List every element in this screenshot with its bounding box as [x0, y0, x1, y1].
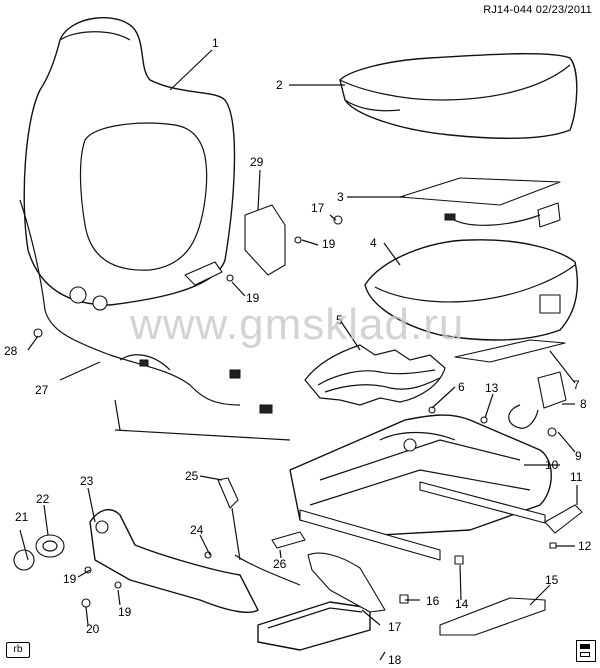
callout-26: 26 — [273, 557, 287, 571]
trim-panel-part — [454, 339, 566, 363]
suspension-spring-part — [304, 344, 446, 406]
cover-bracket-part — [307, 552, 386, 613]
wiring-harness-part — [19, 199, 273, 414]
callout-13: 13 — [485, 381, 499, 395]
wiring-connector-part — [439, 597, 546, 636]
callout-28: 28 — [4, 344, 18, 358]
seat-heater-part — [399, 177, 561, 228]
callout-17-bottom: 17 — [388, 620, 402, 634]
corner-tag: rb — [6, 642, 30, 658]
callout-labels: 1 2 3 4 5 6 7 8 9 10 11 12 13 14 15 16 1… — [4, 36, 592, 667]
callout-24: 24 — [190, 523, 204, 537]
callout-22: 22 — [36, 492, 50, 506]
callout-27: 27 — [35, 383, 49, 397]
seat-back-part — [23, 17, 236, 311]
leader-lines — [19, 49, 578, 661]
storage-tray-part — [257, 601, 371, 651]
doc-date: 02/23/2011 — [535, 4, 592, 16]
recliner-cover-part — [244, 204, 286, 276]
callout-3: 3 — [337, 190, 344, 204]
callout-8: 8 — [580, 397, 587, 411]
side-shield-part — [89, 508, 259, 613]
callout-10: 10 — [545, 458, 559, 472]
callout-7: 7 — [573, 378, 580, 392]
callout-1: 1 — [212, 36, 219, 50]
callout-18: 18 — [388, 653, 402, 667]
callout-12: 12 — [578, 539, 592, 553]
callout-2: 2 — [276, 78, 283, 92]
callout-21: 21 — [15, 510, 29, 524]
callout-25: 25 — [185, 469, 199, 483]
callout-16: 16 — [426, 594, 440, 608]
callout-4: 4 — [370, 236, 377, 250]
callout-14: 14 — [455, 597, 469, 611]
cushion-pad-part — [339, 52, 578, 139]
belt-buckle-part — [217, 477, 241, 561]
diagram-reference-header: RJ14-044 02/23/2011 — [483, 4, 592, 16]
watermark-text: www.gmsklad.ru — [130, 300, 465, 349]
callout-5: 5 — [336, 313, 343, 327]
callout-19-lower: 19 — [246, 291, 260, 305]
callout-11: 11 — [570, 470, 583, 484]
callout-9: 9 — [575, 449, 582, 463]
track-cover-part — [234, 531, 306, 586]
callout-19-left: 19 — [63, 572, 77, 586]
callout-23: 23 — [80, 474, 94, 488]
seat-adjuster-frame-part — [289, 414, 552, 561]
callout-20: 20 — [86, 622, 100, 636]
callout-17-top: 17 — [311, 201, 325, 215]
callout-15: 15 — [545, 573, 559, 587]
doc-id: RJ14-044 — [483, 4, 533, 16]
adjuster-knob-part — [13, 534, 65, 571]
cushion-foam-part — [364, 239, 579, 341]
callout-29: 29 — [250, 155, 264, 169]
document-stamp-icon — [576, 640, 596, 662]
sensor-module-part — [508, 371, 567, 429]
callout-6: 6 — [458, 380, 465, 394]
callout-19-upper: 19 — [322, 237, 336, 251]
callout-19-bottom: 19 — [118, 605, 132, 619]
recliner-handle-part — [544, 504, 583, 534]
